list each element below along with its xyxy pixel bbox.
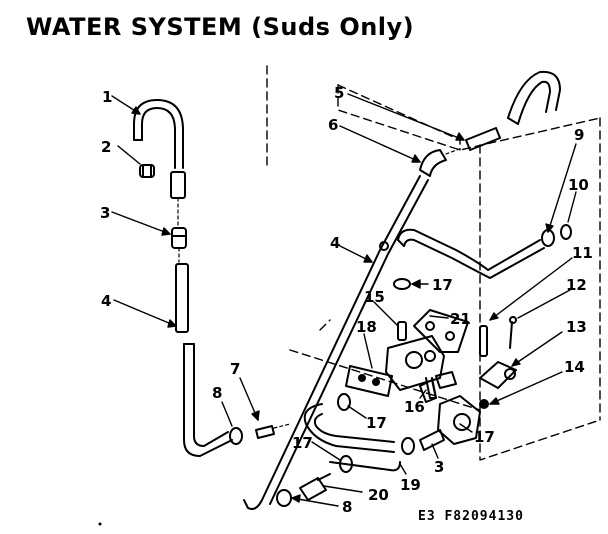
part-3-connector-left [171, 227, 187, 263]
diagram-title: WATER SYSTEM (Suds Only) [26, 13, 415, 41]
callout-13: 13 [566, 318, 587, 336]
callout-11: 11 [572, 244, 593, 262]
callout-leaders [111, 93, 577, 507]
coupling-sleeve [170, 171, 186, 226]
part-17-ring-top [393, 278, 411, 290]
part-8-clamp-lower [276, 489, 292, 507]
callout-10: 10 [568, 176, 589, 194]
callout-7: 7 [230, 360, 240, 378]
part-14-clip [479, 399, 489, 409]
part-18-terminal-block [345, 365, 393, 397]
part-8-clamp-lower-left [229, 427, 243, 445]
callout-14: 14 [564, 358, 585, 376]
callout-4-center: 4 [330, 234, 340, 252]
print-specks [98, 522, 102, 526]
part-7-nozzle [255, 423, 291, 439]
callout-8-left: 8 [212, 384, 222, 402]
callout-19: 19 [400, 476, 421, 494]
callout-21: 21 [450, 310, 471, 328]
part-3-connector-right [419, 429, 445, 451]
callout-labels: 1 2 3 4 5 6 7 8 4 9 10 11 12 13 14 17 15… [100, 84, 593, 516]
part-17-clamp-right [401, 437, 415, 455]
part-5-sleeve [465, 127, 501, 151]
callout-5: 5 [334, 84, 344, 102]
part-21-bracket [413, 309, 469, 353]
diagram-code: E3 F82094130 [418, 509, 524, 524]
part-9-tube [397, 228, 545, 279]
callout-18: 18 [356, 318, 377, 336]
part-4-long-tube [243, 175, 429, 510]
part-1-hook-tube [133, 99, 184, 169]
cabinet-outline [266, 65, 601, 461]
callout-17-center: 17 [366, 414, 387, 432]
drain-elbow-tube [183, 343, 233, 457]
callout-16: 16 [404, 398, 425, 416]
part-13-switch [479, 361, 517, 389]
callout-15: 15 [364, 288, 385, 306]
callout-1: 1 [102, 88, 112, 106]
callout-3-left: 3 [100, 204, 110, 222]
part-20-nozzle [299, 473, 331, 501]
callout-8-lower: 8 [342, 498, 352, 516]
callout-17-top: 17 [432, 276, 453, 294]
callout-17-lower: 17 [292, 434, 313, 452]
callout-9: 9 [574, 126, 584, 144]
callout-4-left: 4 [101, 292, 111, 310]
part-15-screw [397, 321, 407, 341]
part-17-clamp-center [337, 393, 351, 411]
part-17-clamp-lower [339, 455, 353, 473]
part-4-tube-left [175, 263, 189, 333]
callout-17-right: 17 [474, 428, 495, 446]
callout-2: 2 [101, 138, 111, 156]
upper-hook-tube [507, 70, 561, 125]
callout-3-right: 3 [434, 458, 444, 476]
part-2-clamp [139, 164, 155, 178]
callout-20: 20 [368, 486, 389, 504]
part-16-fitting [419, 379, 437, 403]
part-12-screw [509, 316, 517, 349]
callout-6: 6 [328, 116, 338, 134]
part-6-elbow [419, 147, 463, 177]
callout-12: 12 [566, 276, 587, 294]
part-11-pin [479, 325, 488, 357]
